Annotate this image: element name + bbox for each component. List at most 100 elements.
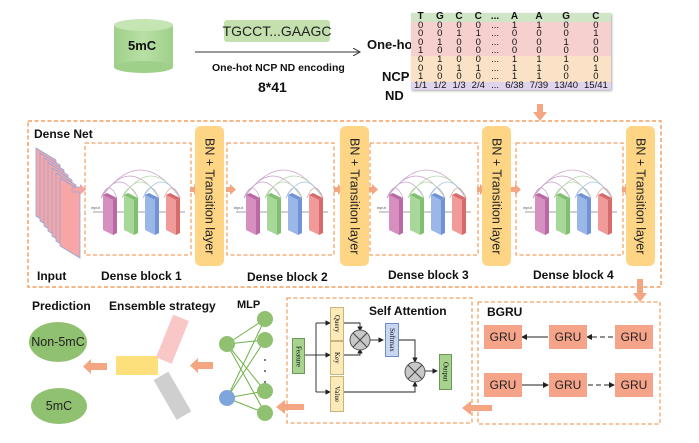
mlp-hidden-node: [257, 311, 273, 327]
flow-arrow: [511, 184, 521, 195]
matrix-cell: 0: [526, 46, 552, 56]
flow-arrow: [71, 184, 86, 195]
matrix-cell: 0: [551, 21, 581, 31]
matrix-cell: ...: [487, 64, 503, 74]
conv-layer: [452, 195, 462, 235]
mlp-edge: [226, 343, 266, 414]
matrix-cell: 1: [468, 64, 488, 74]
matrix-cell: 0: [411, 29, 431, 39]
mlp-title: MLP: [237, 299, 261, 311]
matrix-cell: 1: [581, 29, 611, 39]
dense-block-4-label: Dense block 4: [533, 268, 614, 282]
matrix-cell: 1: [502, 64, 527, 74]
dense-block-3-frame: [369, 142, 479, 256]
multiply-icon: [404, 361, 426, 383]
mlp-input-node: [219, 390, 235, 406]
mini-input-label: input: [523, 205, 533, 210]
ensemble-to-prediction-arrow: [83, 359, 107, 374]
densenet-frame: [27, 120, 662, 288]
dense-block-1-label: Dense block 1: [101, 269, 182, 283]
softmax-box: Softmax: [385, 323, 399, 357]
row-label-nd: ND: [385, 88, 404, 103]
matrix-cell: 0: [411, 55, 431, 65]
conv-layer: [124, 195, 134, 235]
matrix-cell: 1: [551, 38, 581, 48]
dense-connection: [574, 187, 592, 199]
dense-block-1-frame: [84, 142, 192, 256]
matrix-cell: 0: [430, 64, 450, 74]
dense-block-1-layers: input: [91, 169, 185, 235]
gru-cell: GRU: [549, 373, 587, 397]
matrix-cell: 0: [449, 21, 469, 31]
mini-input-label: input: [377, 205, 387, 210]
matrix-cell: 0: [411, 38, 431, 48]
conv-layer: [309, 195, 319, 235]
matrix-cell: 0: [581, 46, 611, 56]
matrix-cell: G: [430, 12, 450, 22]
mlp-hidden-node: [257, 332, 273, 348]
dense-connection: [306, 187, 324, 199]
row-label-one-hot: One-hot: [367, 37, 417, 52]
mlp-ellipsis-dot: [264, 370, 266, 372]
encoding-label: One-hot NCP ND encoding: [212, 62, 345, 74]
matrix-cell: ...: [487, 12, 503, 22]
conv-layer: [145, 195, 155, 235]
matrix-cell: 1: [581, 64, 611, 74]
bgru-title: BGRU: [487, 305, 523, 319]
key-box: Key: [330, 341, 344, 375]
dense-block-4-layers: input: [523, 169, 617, 235]
conv-layer: [410, 195, 420, 235]
matrix-cell: ...: [487, 55, 503, 65]
dense-connection: [163, 187, 181, 199]
matrix-cell: C: [449, 12, 469, 22]
conv-layer: [166, 195, 176, 235]
matrix-cell: 0: [581, 72, 611, 82]
gru-cell: GRU: [484, 373, 522, 397]
input-feature-map: [59, 177, 81, 259]
matrix-cell: 1/1: [411, 81, 431, 91]
ensemble-title: Ensemble strategy: [109, 299, 216, 313]
matrix-cell: 0: [502, 46, 527, 56]
mlp-edge: [226, 343, 266, 392]
matrix-cell: 1: [526, 21, 552, 31]
dense-connection: [595, 187, 613, 199]
matrix-cell: 0: [551, 64, 581, 74]
matrix-cell: C: [468, 12, 488, 22]
matrix-cell: 0: [468, 46, 488, 56]
conv-layer: [577, 195, 587, 235]
row-label-ncp: NCP: [382, 69, 410, 84]
input-label: Input: [37, 269, 67, 283]
matrix-cell: 6/38: [502, 81, 527, 91]
matrix-cell: 1: [502, 21, 527, 31]
conv-layer: [389, 195, 399, 235]
matrix-cell: 0: [581, 38, 611, 48]
dense-connection: [428, 187, 446, 199]
mlp-edge: [226, 318, 266, 399]
mlp-network: [219, 311, 273, 421]
dense-block-2-frame: [226, 142, 335, 256]
gru-cell: GRU: [615, 373, 653, 397]
matrix-cell: 1: [502, 72, 527, 82]
transition-layer-1: BN + Transition layer: [195, 126, 224, 266]
matrix-cell: 0: [411, 64, 431, 74]
dense-connection: [449, 187, 467, 199]
matrix-cell: 0: [581, 21, 611, 31]
matrix-cell: 0: [468, 21, 488, 31]
matrix-cell: 0: [430, 29, 450, 39]
dense-connection: [285, 181, 324, 199]
input-feature-stack-icon: [35, 147, 81, 259]
mlp-hidden-node: [257, 405, 273, 421]
matrix-cell: 1: [449, 29, 469, 39]
gru-cell: GRU: [484, 325, 522, 349]
matrix-cell: 1: [411, 46, 431, 56]
dense-block-2-label: Dense block 2: [247, 270, 328, 284]
dense-block-3-layers: input: [377, 169, 471, 235]
transition-layer-3: BN + Transition layer: [482, 126, 511, 266]
matrix-cell: 0: [551, 46, 581, 56]
